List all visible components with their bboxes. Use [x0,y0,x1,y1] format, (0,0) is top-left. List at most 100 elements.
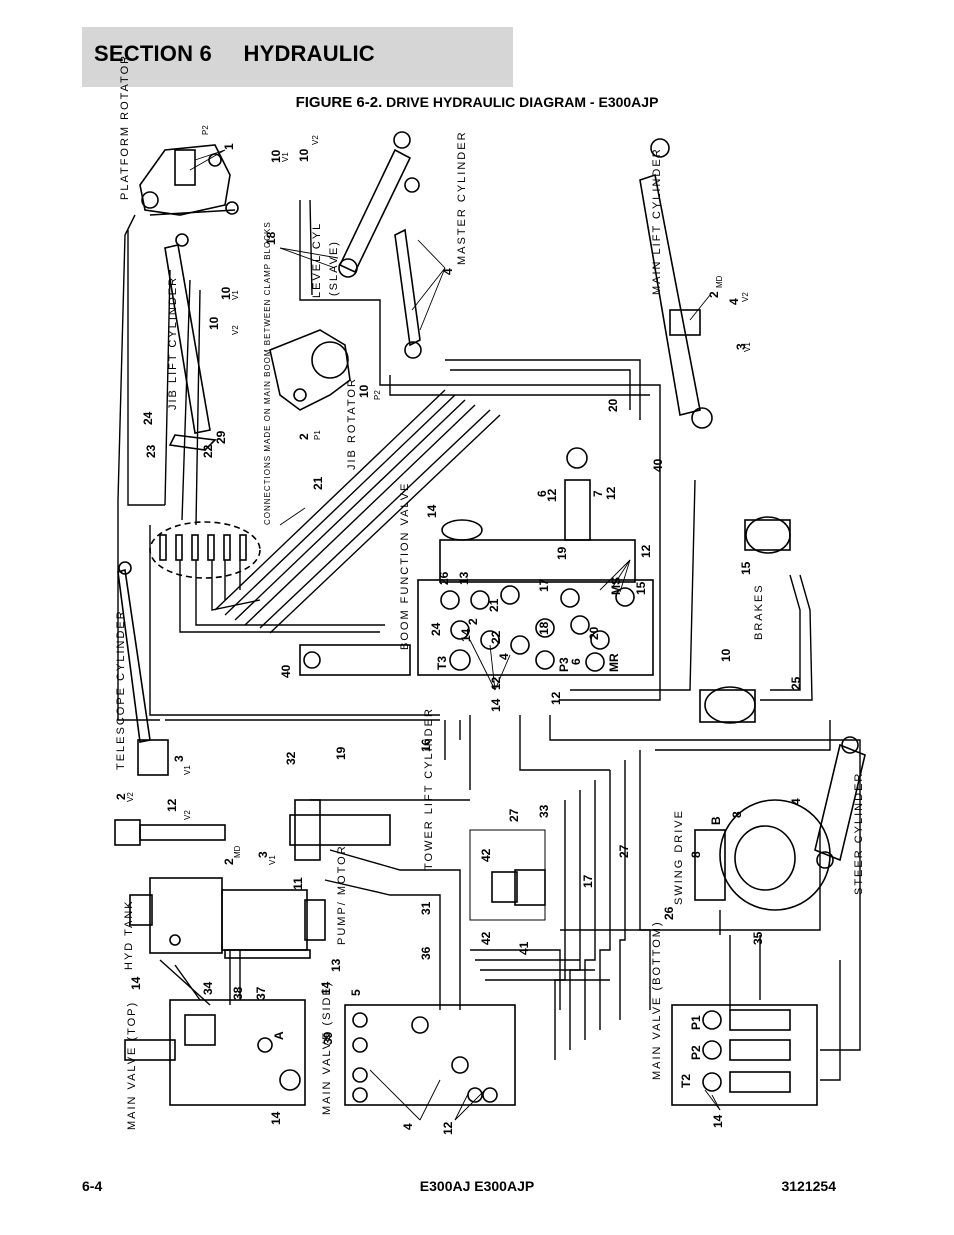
callout-38: 38 [231,986,245,1000]
swing-drive-shape [694,799,831,911]
section-name: HYDRAULIC [243,41,375,66]
port-labels: P2 V1 V2 MD V2 V1 V1 V2 P1 P2 V1 V2 V2 M… [126,125,752,1088]
label-tower-lift-cylinder: TOWER LIFT CYLINDER [423,707,435,870]
port-a-top: A [272,1031,286,1040]
valve-actuator-shape [299,644,411,676]
hose-lines [117,199,861,1081]
callout-2e: 2 [222,858,236,865]
callout-10c: 10 [219,286,233,300]
callout-31: 31 [419,901,433,915]
port-v1-level: V1 [281,152,290,162]
callout-14g: 14 [711,1114,725,1128]
callout-4b: 4 [727,298,741,305]
callout-14a: 14 [425,504,439,518]
label-platform-rotator: PLATFORM ROTATOR [119,54,131,200]
label-connections-note: CONNECTIONS MADE ON MAIN BOOM BETWEEN CL… [263,221,272,525]
port-v1-main: V1 [743,342,752,352]
port-v2-level: V2 [311,135,320,145]
port-ms: MS [609,577,623,595]
pump-motor-shape [221,889,326,959]
callout-24a: 24 [141,411,155,425]
jib-lift-cylinder-shape [164,233,217,451]
callout-3a: 3 [734,343,748,350]
jib-rotator-shape [269,329,351,411]
port-v2-tower: V2 [183,810,192,820]
callout-32: 32 [284,751,298,765]
callout-15b: 15 [739,561,753,575]
port-v2-main: V2 [741,292,750,302]
callout-8b: 8 [689,851,703,858]
callout-12e: 12 [549,691,563,705]
figure-number: FIGURE 6-2. [295,94,383,111]
callout-14c: 14 [489,698,503,712]
callout-2a: 2 [707,291,721,298]
callout-11: 11 [291,877,305,890]
callout-4d: 4 [789,798,803,805]
callout-3b: 3 [172,755,186,762]
callout-21a: 21 [311,476,325,490]
port-p2-bottom: P2 [689,1045,703,1060]
section-title: SECTION 6 HYDRAULIC [94,41,375,67]
callout-36: 36 [419,946,433,960]
label-main-valve-top: MAIN VALVE (TOP) [126,1001,138,1130]
port-p2-jib: P2 [373,390,382,400]
callout-42a: 42 [479,848,493,862]
platform-rotator-shape [139,144,239,216]
callout-37: 37 [254,986,268,1000]
callout-15a: 15 [634,581,648,595]
port-b: B [709,816,723,825]
callout-10a: 10 [269,149,283,163]
clamp-blocks-shape [149,521,261,579]
boom-function-valve-shape [417,447,654,676]
master-cylinder-shape [394,177,422,359]
leader-lines [189,149,721,1121]
callout-12b: 12 [604,486,618,500]
telescope-cylinder-shape [117,561,169,776]
callout-5: 5 [349,989,363,996]
callout-12g: 12 [441,1121,455,1135]
callout-4c: 4 [497,653,511,660]
brakes-shape [699,516,791,724]
callout-34: 34 [201,981,215,995]
steer-cylinder-shape [814,736,866,869]
callout-14b: 14 [459,628,473,642]
callout-22a: 22 [201,444,215,458]
callout-16: 16 [419,738,433,752]
port-p1-jib: P1 [313,430,322,440]
callout-21b: 21 [487,598,501,612]
port-v2-jib: V2 [231,325,240,335]
callout-33: 33 [537,804,551,818]
port-p2-platform: P2 [201,125,210,135]
callout-17a: 17 [537,578,551,592]
port-t2-bottom: T2 [679,1074,693,1088]
callout-10e: 10 [357,384,371,398]
callout-26a: 26 [437,571,451,585]
label-hyd-tank: HYD TANK [123,899,135,970]
callout-3c: 3 [256,851,270,858]
port-md-tower: MD [233,845,242,858]
callout-20a: 20 [606,398,620,412]
callout-10d: 10 [207,316,221,330]
page-number: 6-4 [82,1178,103,1194]
callout-14f: 14 [269,1111,283,1125]
callout-25: 25 [789,676,803,690]
callout-2c: 2 [466,618,480,625]
callout-12a: 12 [545,488,559,502]
callout-numbers: 1 10 10 18 4 2 4 3 10 10 10 2 20 24 23 2… [114,143,803,1135]
port-mr: MR [607,653,621,672]
callout-14e: 14 [319,981,333,995]
label-telescope-cylinder: TELESCOPE CYLINDER [115,609,127,770]
callout-12d: 12 [489,676,503,690]
label-main-valve-side: MAIN VALVE (SIDE) [321,981,333,1115]
callout-22b: 22 [489,630,503,644]
callout-27b: 27 [617,844,631,858]
callout-4e: 4 [401,1123,415,1130]
callout-20b: 20 [587,626,601,640]
figure-caption: FIGURE 6-2. DRIVE HYDRAULIC DIAGRAM - E3… [0,94,954,111]
callout-26b: 26 [662,906,676,920]
filter-shape [469,829,546,921]
label-main-valve-bottom: MAIN VALVE (BOTTOM) [651,920,663,1080]
label-level-cyl: LEVEL CYL [311,222,323,298]
callout-6a: 6 [535,490,549,497]
